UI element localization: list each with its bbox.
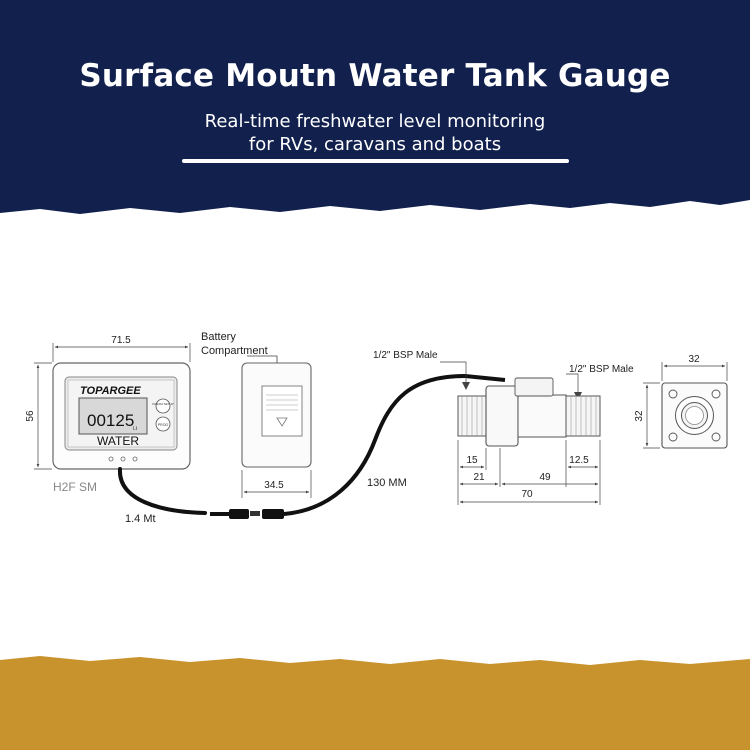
- battery-compartment: Battery Compartment: [201, 331, 312, 468]
- display-cable: [117, 467, 207, 515]
- display-cable-length: 1.4 Mt: [125, 513, 156, 525]
- lcd-unit: Lt: [133, 426, 138, 432]
- display-unit: TOPARGEE 00125 Lt PARAM SETUP PROG WATER…: [52, 362, 191, 494]
- right-thread: [565, 395, 601, 437]
- dim-15: 15: [466, 455, 478, 466]
- display-height-dim: 56: [25, 410, 36, 422]
- subtitle-line-2: for RVs, caravans and boats: [248, 134, 502, 155]
- plug-female: [262, 509, 284, 519]
- sensor-dimensions: 15 12.5 21 49 70: [457, 440, 601, 505]
- right-thread-label: 1/2" BSP Male: [569, 364, 634, 375]
- sensor-connector: [514, 377, 554, 397]
- flange-width-dim: 32: [688, 354, 700, 365]
- brand-logo: TOPARGEE: [80, 385, 141, 397]
- battery-label-2: Compartment: [201, 345, 268, 357]
- subtitle-line-1: Real-time freshwater level monitoring: [204, 111, 546, 132]
- prog-button: [155, 416, 171, 432]
- battery-arrow-icon: [276, 417, 288, 427]
- flow-sensor: 1/2" BSP Male 1/2" BSP Male: [373, 350, 634, 447]
- flange-height-dim: 32: [634, 410, 645, 422]
- display-width-dim: 71.5: [111, 335, 131, 346]
- display-dimensions: 71.5 56: [25, 335, 191, 470]
- sensor-body: [517, 394, 567, 438]
- model-label: H2F SM: [53, 480, 97, 494]
- svg-text:PROG: PROG: [158, 423, 169, 427]
- lcd-reading: 00125: [87, 411, 134, 430]
- dim-70: 70: [521, 489, 533, 500]
- dim-12-5: 12.5: [569, 455, 589, 466]
- page-title: Surface Moutn Water Tank Gauge: [79, 58, 671, 94]
- param-setup-button: [155, 398, 171, 414]
- battery-dimensions: 34.5: [241, 470, 312, 498]
- header-banner: Surface Moutn Water Tank Gauge Real-time…: [0, 0, 750, 230]
- footer-background: [0, 656, 750, 750]
- sensor-cable: [282, 374, 467, 516]
- svg-text:PARAM SETUP: PARAM SETUP: [152, 402, 173, 406]
- footer-band: [0, 640, 750, 750]
- plug-male: [229, 509, 249, 519]
- dim-21: 21: [473, 472, 485, 483]
- flange-dimensions: 32 32: [634, 354, 728, 449]
- dim-49: 49: [539, 472, 551, 483]
- left-thread-label: 1/2" BSP Male: [373, 350, 438, 361]
- cables: 1.4 Mt 130 MM: [117, 374, 506, 525]
- sensor-flange: [485, 385, 519, 447]
- battery-width-dim: 34.5: [264, 480, 284, 491]
- title-underline: [182, 159, 569, 163]
- display-water-label: WATER: [97, 434, 139, 448]
- sensor-cable-length: 130 MM: [367, 477, 407, 489]
- flange-end-view: [661, 382, 728, 449]
- lcd-screen: [78, 397, 148, 435]
- product-diagram: TOPARGEE 00125 Lt PARAM SETUP PROG WATER…: [25, 331, 728, 525]
- battery-door: [261, 385, 303, 437]
- battery-label-1: Battery: [201, 331, 236, 343]
